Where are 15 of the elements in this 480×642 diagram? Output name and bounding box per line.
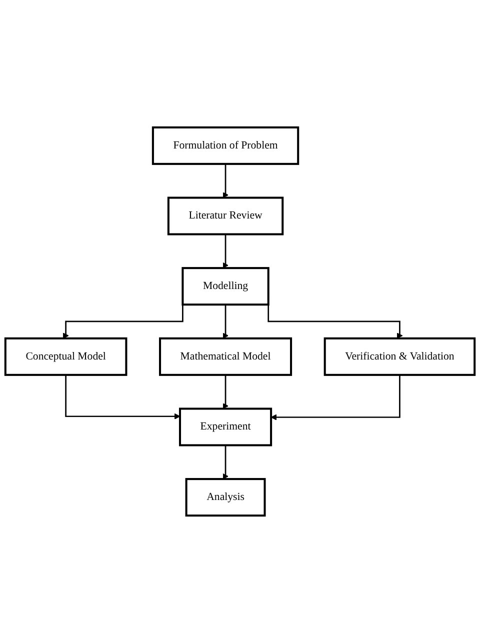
node-box: Mathematical Model xyxy=(159,336,292,376)
node-box: Analysis xyxy=(185,478,266,516)
node-box: Conceptual Model xyxy=(4,336,128,376)
arrow xyxy=(222,444,228,479)
arrow xyxy=(270,374,400,420)
arrow xyxy=(65,374,180,419)
arrow xyxy=(222,234,228,268)
arrow xyxy=(222,304,228,338)
node-box: Experiment xyxy=(178,407,272,446)
node-box: Verification & Validation xyxy=(324,336,476,376)
node-box: Formulation of Problem xyxy=(152,126,300,164)
node-box: Modelling xyxy=(182,266,270,306)
arrow xyxy=(222,163,228,198)
node-box: Literatur Review xyxy=(167,196,284,235)
arrow xyxy=(222,374,228,408)
